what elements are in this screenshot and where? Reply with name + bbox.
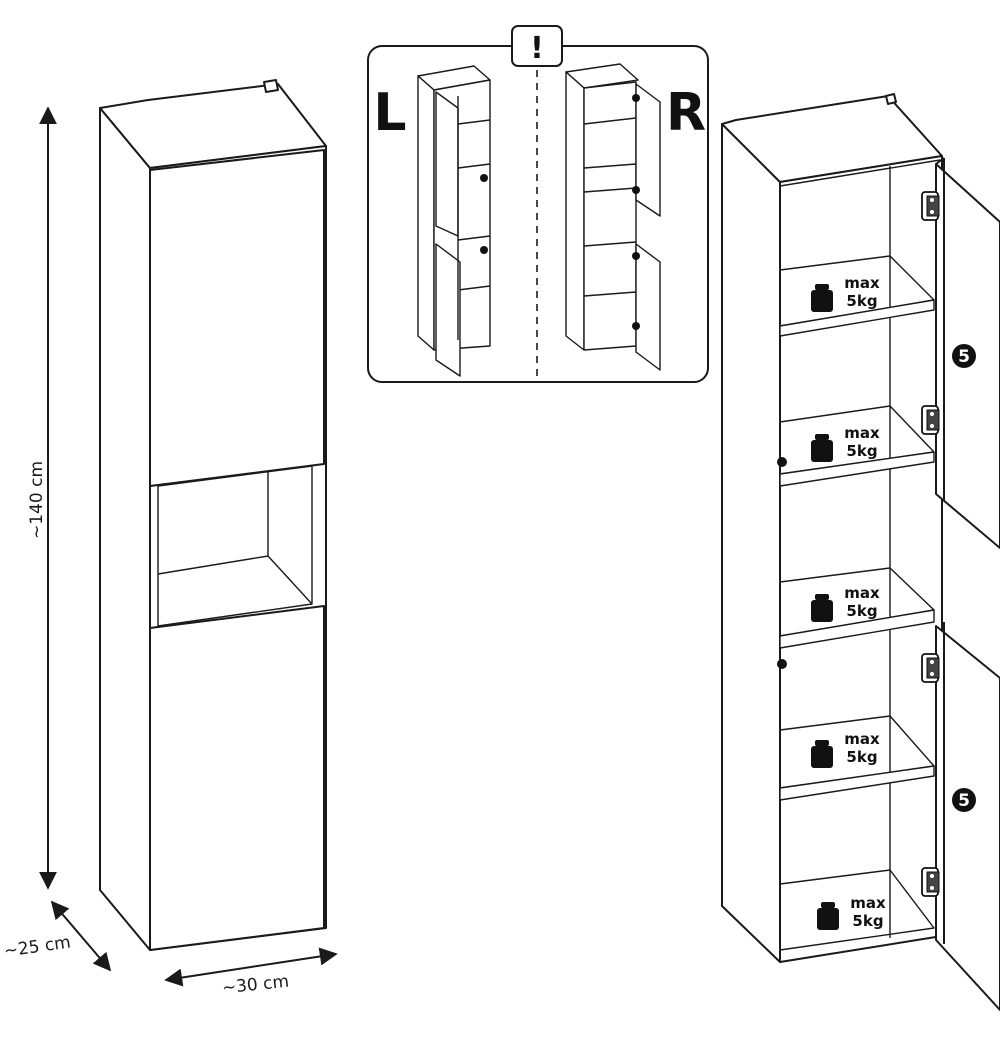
hinge-icon xyxy=(921,867,940,897)
width-label: ~30 cm xyxy=(221,972,290,999)
step-number: 5 xyxy=(958,347,970,367)
open-cabinet-side xyxy=(721,123,781,963)
right-hinged-cabinet xyxy=(565,63,661,371)
shelf-load-label: max 5kg xyxy=(811,730,880,768)
shelf-load-label: max 5kg xyxy=(811,424,880,462)
upper-door xyxy=(149,149,325,487)
shelf-load-label: max 5kg xyxy=(811,584,880,622)
right-hinge-label: R xyxy=(666,83,706,143)
max-label: max xyxy=(850,894,886,912)
shelf-load-label: max 5kg xyxy=(811,274,880,312)
hinge-icon xyxy=(921,405,940,435)
cabinet-top-panel xyxy=(99,83,327,169)
open-cabinet-top xyxy=(721,95,943,183)
left-hinge-label: L xyxy=(373,83,406,143)
depth-dimension-line xyxy=(50,900,112,972)
max-label: max xyxy=(844,274,880,292)
shelf-boards xyxy=(779,255,935,951)
hinge-icon xyxy=(921,191,940,221)
load-label: 5kg xyxy=(846,602,877,620)
lower-door xyxy=(149,605,325,951)
orientation-box: ! L R xyxy=(367,25,709,383)
step-badge: 5 xyxy=(952,344,976,368)
load-label: 5kg xyxy=(846,292,877,310)
hinge-icon xyxy=(921,653,940,683)
load-label: 5kg xyxy=(852,912,883,930)
load-label: 5kg xyxy=(846,442,877,460)
height-label: ~140 cm xyxy=(27,461,47,539)
step-number: 5 xyxy=(958,791,970,811)
max-label: max xyxy=(844,584,880,602)
step-badge: 5 xyxy=(952,788,976,812)
depth-label: ~25 cm xyxy=(3,932,72,961)
width-dimension-line xyxy=(164,947,338,987)
warning-mark: ! xyxy=(530,31,544,66)
closed-cabinet-view: ~140 cm ~25 cm ~30 cm xyxy=(3,79,338,999)
left-hinged-cabinet xyxy=(417,65,491,377)
load-label: 5kg xyxy=(846,748,877,766)
max-label: max xyxy=(844,424,880,442)
open-lower-door xyxy=(935,625,1000,1011)
cabinet-side-panel xyxy=(99,107,151,951)
max-label: max xyxy=(844,730,880,748)
shelf-load-label: max 5kg xyxy=(817,894,886,930)
open-cabinet-view: 5 5 max 5kg max 5kg max 5kg max 5kg xyxy=(721,93,1000,1011)
warning-icon xyxy=(511,25,563,67)
